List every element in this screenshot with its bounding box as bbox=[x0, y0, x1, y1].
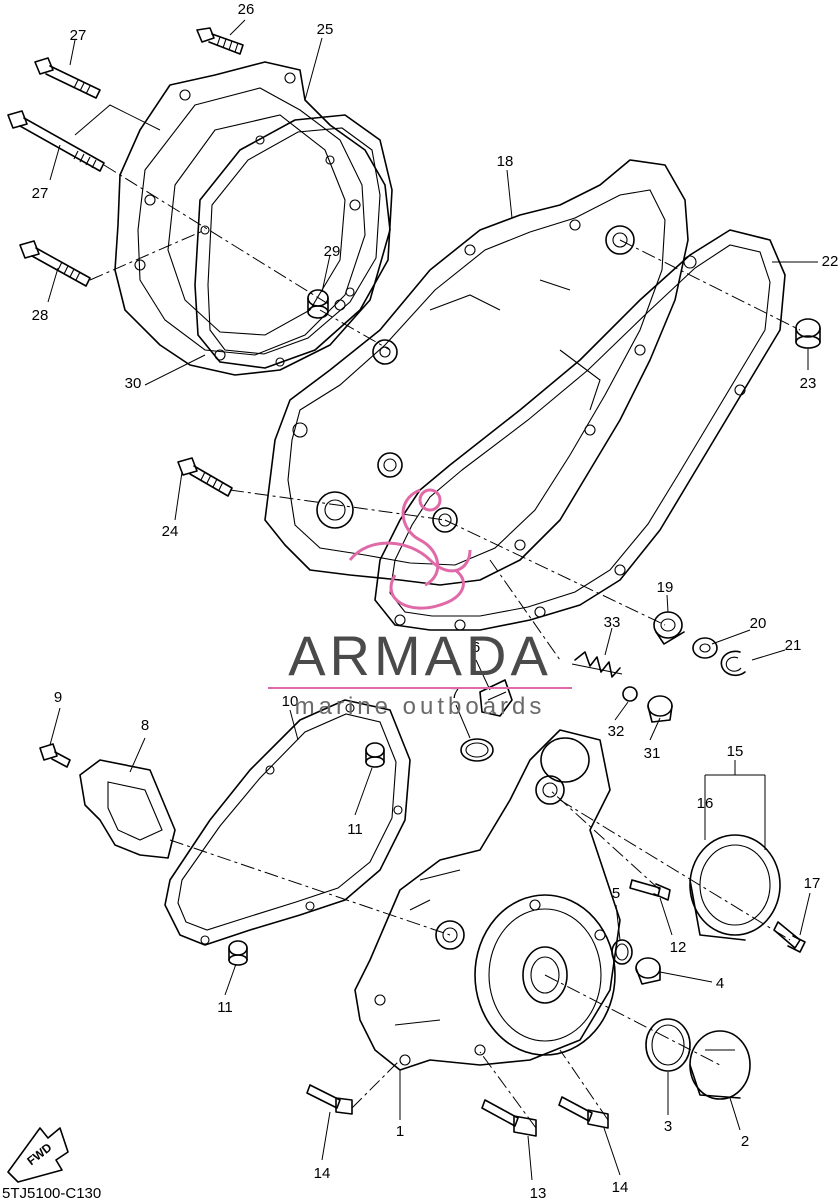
callout-28: 27 bbox=[32, 185, 49, 202]
callout-13: 13 bbox=[530, 1185, 547, 1200]
alignment-lines bbox=[89, 164, 801, 1129]
bolt-14-right bbox=[558, 1096, 609, 1129]
callout-11-upper: 11 bbox=[347, 821, 363, 838]
callout-14-left: 14 bbox=[314, 1165, 331, 1182]
callout-8: 8 bbox=[141, 717, 149, 734]
callout-32: 32 bbox=[608, 723, 625, 740]
washer-20 bbox=[692, 637, 718, 659]
callout-5: 5 bbox=[612, 885, 620, 902]
dowel-23 bbox=[795, 318, 821, 349]
callout-15: 15 bbox=[727, 743, 744, 760]
oil-seal-19 bbox=[653, 611, 685, 645]
bolt-9 bbox=[39, 743, 71, 768]
dowel-11-upper bbox=[365, 742, 385, 768]
fwd-arrow-icon: FWD bbox=[7, 1127, 69, 1183]
callout-labels: 1 2 3 4 5 6 7 8 9 10 11 11 12 13 14 14 1… bbox=[32, 1, 839, 1200]
bolt-26 bbox=[196, 27, 244, 55]
watermark-tagline: marine outboards bbox=[295, 693, 546, 720]
callout-26: 26 bbox=[238, 1, 255, 18]
callout-27-upper: 27 bbox=[70, 27, 87, 44]
callout-6: 6 bbox=[472, 639, 480, 656]
watermark: ARMADA marine outboards bbox=[268, 488, 572, 720]
callout-27-lower: 28 bbox=[32, 307, 49, 324]
callout-12: 12 bbox=[670, 939, 687, 956]
ball-32 bbox=[622, 686, 638, 702]
callout-31: 31 bbox=[644, 745, 661, 762]
callout-3: 3 bbox=[664, 1118, 672, 1135]
plug-2 bbox=[689, 1030, 751, 1100]
bolt-27-upper bbox=[34, 57, 101, 99]
bolt-28 bbox=[7, 110, 105, 172]
callout-9: 9 bbox=[54, 689, 62, 706]
callout-33: 33 bbox=[604, 614, 621, 631]
callout-1: 1 bbox=[396, 1123, 404, 1140]
callout-10: 10 bbox=[282, 693, 299, 710]
clutch-gasket-30 bbox=[194, 114, 393, 369]
plunger-31 bbox=[647, 695, 673, 723]
cover-gasket-10 bbox=[164, 699, 411, 946]
o-ring-5 bbox=[611, 939, 633, 965]
circlip-21 bbox=[720, 650, 746, 677]
screw-17 bbox=[773, 921, 806, 953]
callout-21: 21 bbox=[785, 637, 802, 654]
crankcase-cover-18 bbox=[264, 159, 689, 586]
callout-14-right: 14 bbox=[612, 1179, 629, 1196]
callout-11-lower: 11 bbox=[217, 999, 233, 1016]
callout-30: 30 bbox=[125, 375, 142, 392]
bolt-24 bbox=[177, 457, 233, 497]
o-ring-3 bbox=[645, 1018, 691, 1072]
callout-16: 16 bbox=[697, 795, 714, 812]
plug-4 bbox=[635, 957, 661, 985]
bolt-14-left bbox=[306, 1084, 353, 1115]
callout-4: 4 bbox=[716, 975, 724, 992]
bolt-13 bbox=[481, 1099, 537, 1137]
callout-2: 2 bbox=[741, 1133, 749, 1150]
callout-25: 25 bbox=[317, 21, 334, 38]
dowel-11-lower bbox=[228, 940, 248, 966]
spring-33 bbox=[571, 651, 623, 678]
callout-23: 23 bbox=[800, 375, 817, 392]
diagram-code: 5TJ5100-C130 bbox=[2, 1185, 101, 1200]
clutch-cover-25 bbox=[114, 61, 391, 376]
callout-19: 19 bbox=[657, 579, 674, 596]
callout-29: 29 bbox=[324, 243, 341, 260]
callout-18: 18 bbox=[497, 153, 514, 170]
callout-22: 22 bbox=[822, 253, 839, 270]
watermark-brand: ARMADA bbox=[288, 624, 552, 687]
bolt-27-lower bbox=[19, 240, 91, 287]
callout-7: 7 bbox=[451, 685, 459, 702]
dowel-29 bbox=[307, 289, 329, 319]
generator-cover-1 bbox=[354, 729, 621, 1071]
cover-8 bbox=[79, 759, 176, 859]
bolt-12 bbox=[629, 879, 671, 901]
o-ring-7 bbox=[460, 738, 494, 762]
leader-lines bbox=[47, 19, 818, 1181]
callout-20: 20 bbox=[750, 615, 767, 632]
watermark-logo-icon bbox=[348, 488, 472, 610]
plug-6 bbox=[479, 679, 513, 717]
callout-17: 17 bbox=[804, 875, 821, 892]
callout-24: 24 bbox=[162, 523, 179, 540]
